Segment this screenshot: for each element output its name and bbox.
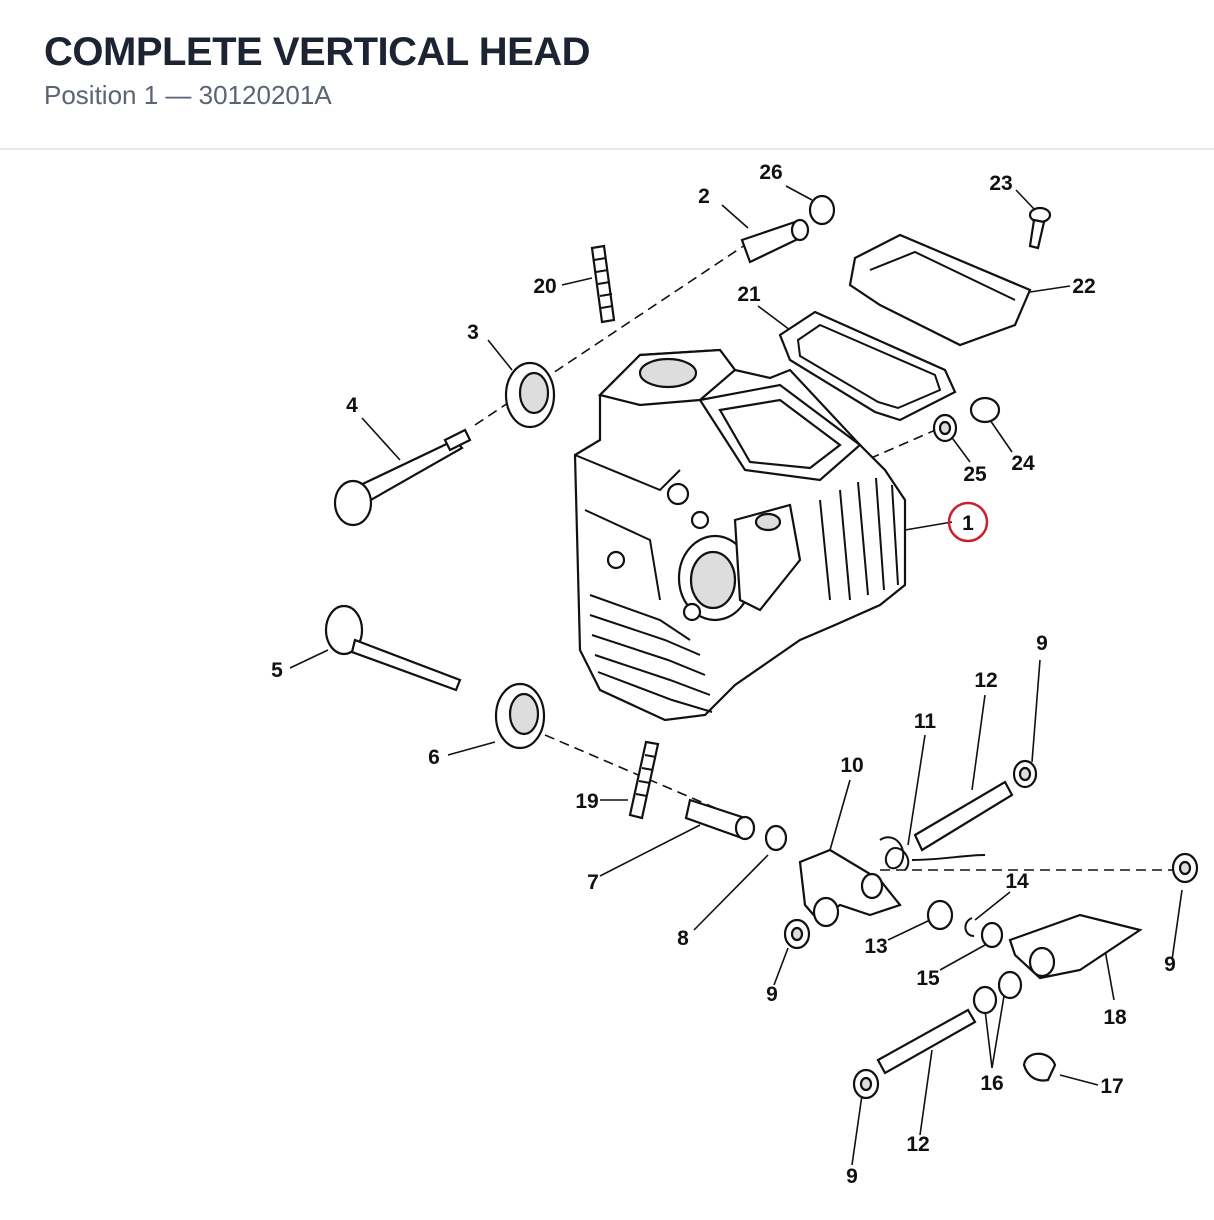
callout-4[interactable]: 4: [346, 394, 358, 417]
callout-15[interactable]: 15: [916, 967, 940, 990]
callout-24[interactable]: 24: [1011, 452, 1035, 475]
valve-train-left: [324, 218, 810, 852]
callout-5[interactable]: 5: [271, 659, 283, 682]
callout-12-top[interactable]: 12: [974, 669, 997, 692]
callout-9-bottom[interactable]: 9: [846, 1165, 858, 1188]
callout-18[interactable]: 18: [1103, 1006, 1127, 1029]
page-title: COMPLETE VERTICAL HEAD: [44, 30, 591, 74]
callout-2[interactable]: 2: [698, 185, 710, 208]
callout-7[interactable]: 7: [587, 871, 599, 894]
callout-20[interactable]: 20: [533, 275, 556, 298]
callout-21[interactable]: 21: [737, 283, 761, 306]
cylinder-head: [573, 348, 907, 722]
subtitle-separator: —: [165, 80, 192, 110]
callout-1[interactable]: 1: [962, 512, 974, 535]
page-header: COMPLETE VERTICAL HEAD Position 1 — 3012…: [0, 0, 1214, 150]
callout-labels: 1 2 3 4 5 6 7 8 9 9 9 9 10 11 12 12 13 1…: [271, 161, 1176, 1188]
callout-17[interactable]: 17: [1100, 1075, 1123, 1098]
exploded-parts-diagram: 1 2 3 4 5 6 7 8 9 9 9 9 10 11 12 12 13 1…: [0, 150, 1214, 1215]
callout-23[interactable]: 23: [989, 172, 1012, 195]
callout-11[interactable]: 11: [914, 710, 937, 733]
callout-1-highlight: [947, 501, 989, 543]
callout-25[interactable]: 25: [963, 463, 987, 486]
position-label: Position 1: [44, 80, 159, 110]
callout-9-right[interactable]: 9: [1164, 953, 1176, 976]
callout-14[interactable]: 14: [1005, 870, 1029, 893]
callout-13[interactable]: 13: [864, 935, 887, 958]
leader-lines: [289, 185, 1183, 1166]
callout-19[interactable]: 19: [575, 790, 598, 813]
callout-10[interactable]: 10: [840, 754, 863, 777]
callout-6[interactable]: 6: [428, 746, 440, 769]
callout-3[interactable]: 3: [467, 321, 479, 344]
callout-26[interactable]: 26: [759, 161, 782, 184]
part-number: 30120201A: [198, 80, 332, 110]
callout-12-bottom[interactable]: 12: [906, 1133, 929, 1156]
rocker-arm-assembly: [783, 759, 1199, 1100]
callout-16[interactable]: 16: [980, 1072, 1003, 1095]
rocker-cover-assembly: [778, 194, 1052, 443]
page-subtitle: Position 1 — 30120201A: [44, 80, 332, 111]
callout-9-left[interactable]: 9: [766, 983, 778, 1006]
callout-9-top[interactable]: 9: [1036, 632, 1048, 655]
callout-8[interactable]: 8: [677, 927, 689, 950]
callout-22[interactable]: 22: [1072, 275, 1095, 298]
